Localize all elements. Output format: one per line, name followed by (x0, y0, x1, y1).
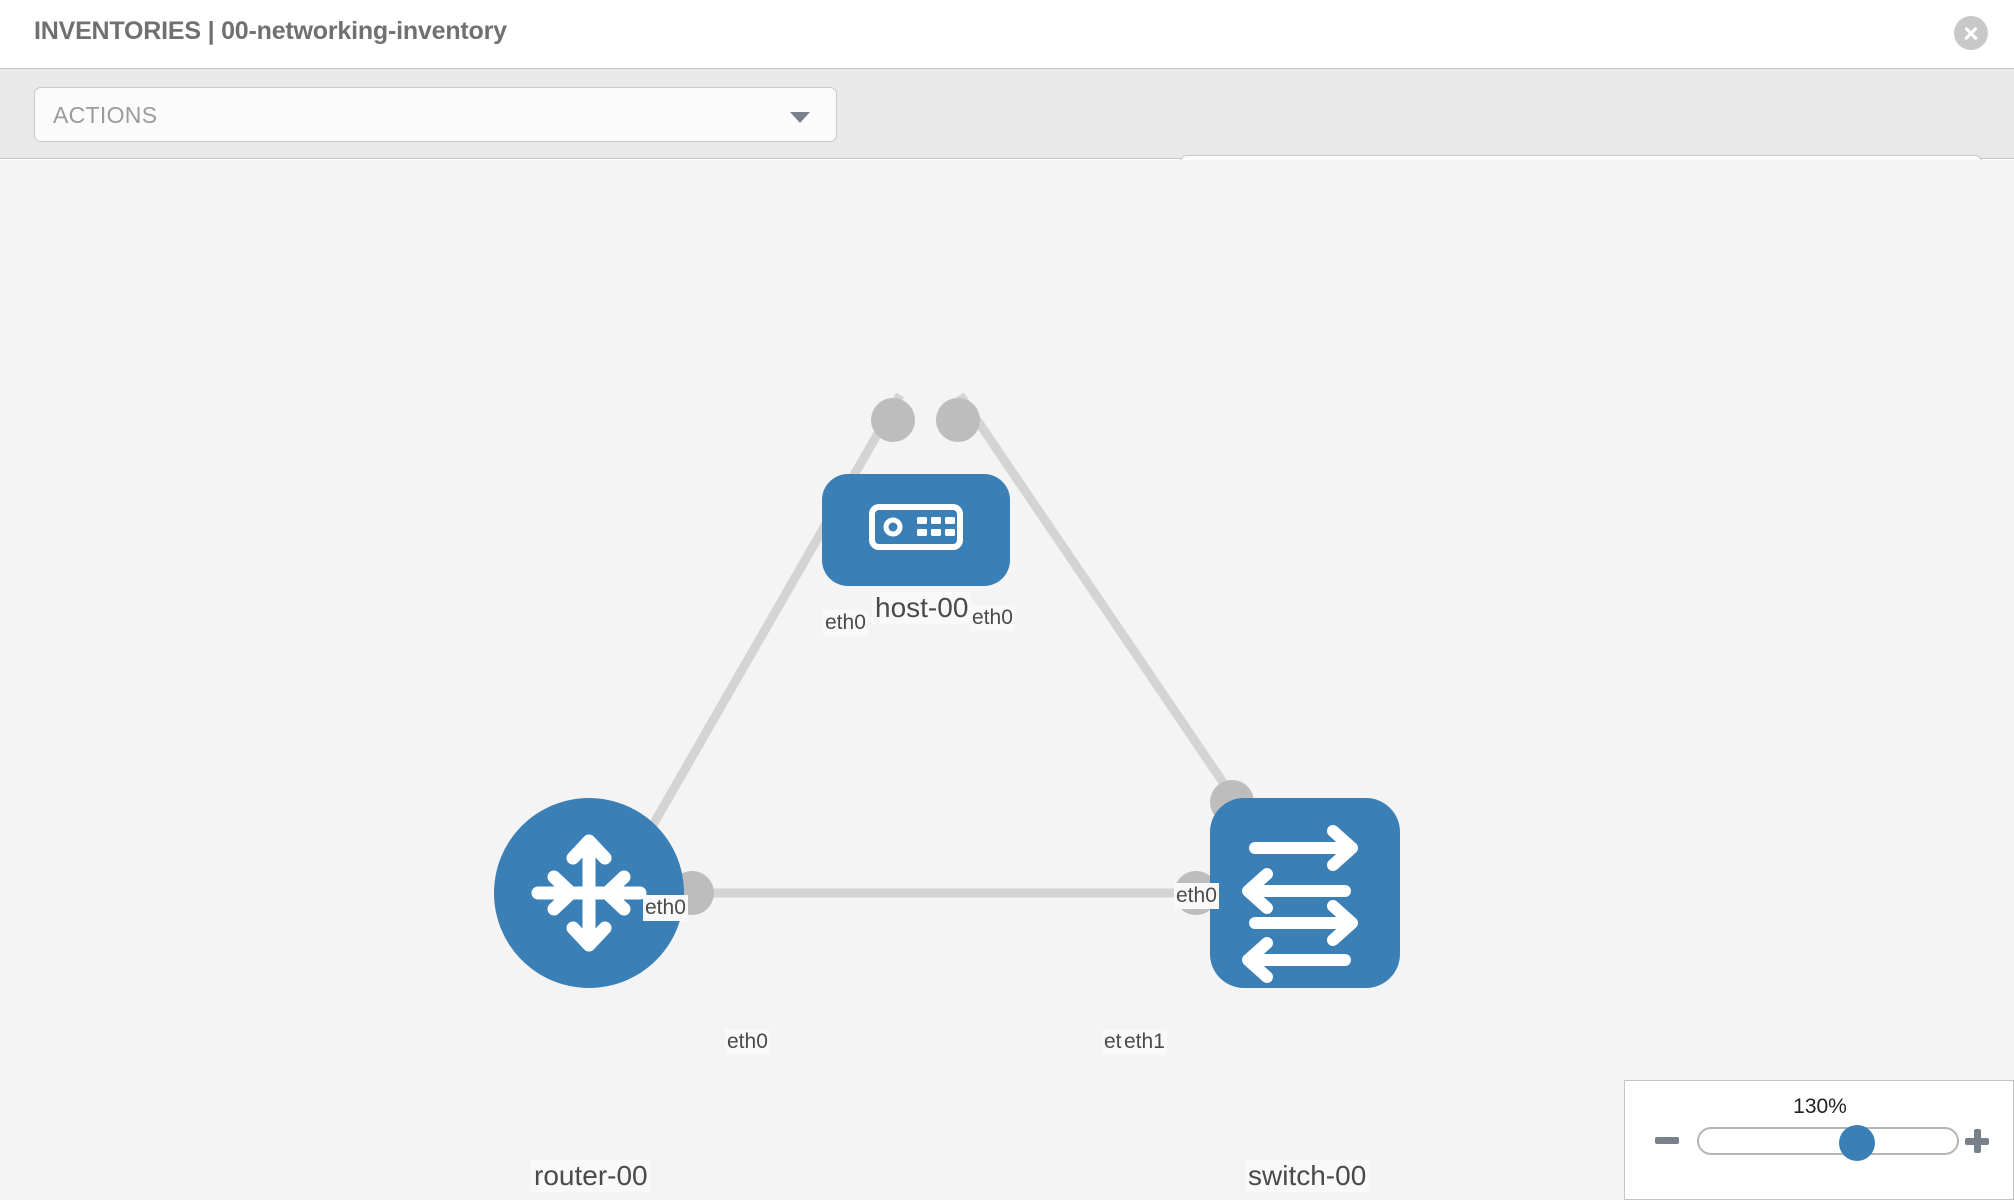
edge-label-host-left: eth0 (823, 610, 868, 636)
edge-label-switch-up: eth0 (1174, 883, 1219, 909)
node-label-router: router-00 (531, 1160, 651, 1192)
node-label-switch: switch-00 (1245, 1160, 1370, 1192)
node-router-00 (494, 798, 684, 988)
edge-host-router (646, 392, 904, 833)
zoom-control-panel: 130% (1624, 1080, 2014, 1200)
topology-graph (494, 392, 1400, 988)
chevron-down-icon (790, 112, 810, 123)
close-icon[interactable] (1954, 16, 1988, 50)
actions-dropdown-label: ACTIONS (53, 102, 158, 128)
zoom-out-button[interactable] (1655, 1137, 1679, 1144)
actions-dropdown[interactable]: ACTIONS (34, 87, 837, 142)
zoom-in-button[interactable] (1965, 1129, 1989, 1153)
topology-edges (646, 392, 1239, 898)
page-header: INVENTORIES | 00-networking-inventory (0, 0, 2014, 68)
iface-dot-host-left (871, 398, 915, 442)
zoom-level-value: 130% (1793, 1095, 1847, 1118)
edge-host-switch (956, 392, 1239, 803)
edge-label-router-right: eth0 (725, 1029, 770, 1055)
zoom-slider-thumb[interactable] (1839, 1125, 1875, 1161)
edge-label-host-right: eth0 (970, 605, 1015, 631)
zoom-slider-track[interactable] (1697, 1125, 1959, 1161)
edge-label-switch-left-b: eth1 (1122, 1029, 1167, 1055)
topology-canvas[interactable]: eth0 eth0 host-00 eth0 eth0 router-00 et… (0, 160, 2014, 1200)
edge-label-router-up: eth0 (643, 895, 688, 921)
iface-dot-host-right (936, 398, 980, 442)
page-title: INVENTORIES | 00-networking-inventory (34, 17, 507, 45)
toolbar: ACTIONS (0, 68, 2014, 210)
node-label-host: host-00 (872, 592, 972, 624)
node-switch-00 (1210, 798, 1400, 988)
node-host-00 (822, 474, 1010, 586)
